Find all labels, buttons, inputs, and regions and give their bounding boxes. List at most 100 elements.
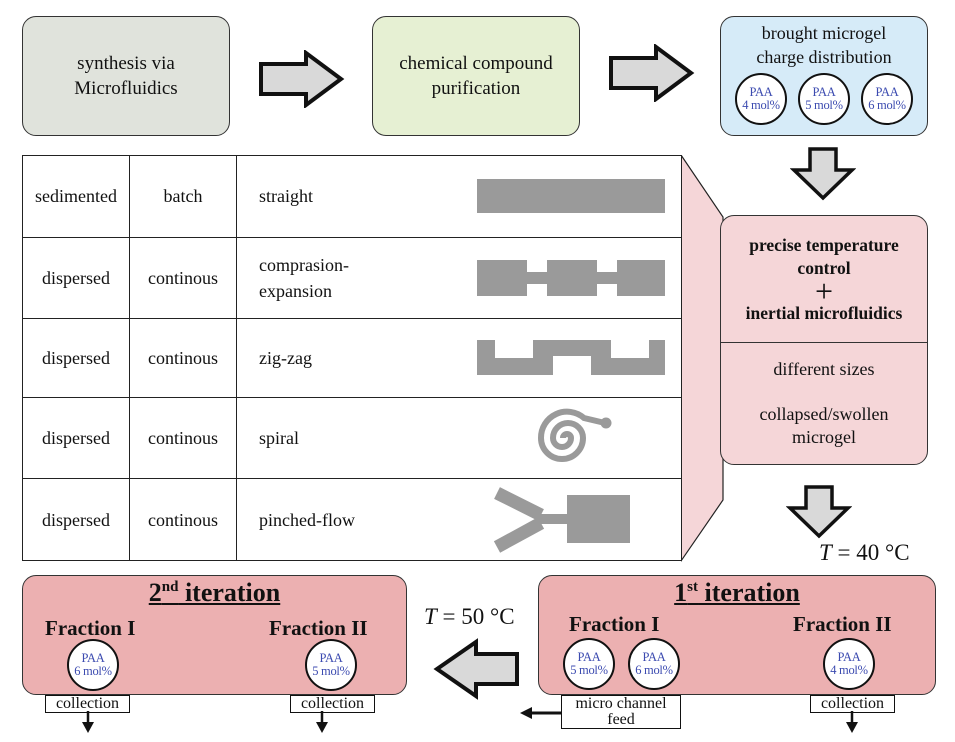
- first-iteration-box: 1st iteration Fraction I Fraction II PAA…: [538, 575, 936, 695]
- method-combination: precise temperature control + inertial m…: [721, 216, 927, 342]
- particle-value: 6 mol%: [74, 664, 112, 678]
- right-arrow-icon: [609, 44, 695, 102]
- distribution-line2: charge distribution: [756, 47, 892, 67]
- sample-cell: dispersed: [22, 396, 130, 480]
- particle-name: PAA: [577, 650, 601, 664]
- control-line3: inertial microfluidics: [745, 302, 903, 323]
- particle-value: 4 mol%: [830, 663, 868, 677]
- particle-name: PAA: [81, 651, 105, 665]
- temperature-label-50: T = 50 °C: [424, 604, 515, 630]
- control-line1: precise temperature: [749, 234, 899, 255]
- iteration-title: 1st iteration: [674, 578, 800, 607]
- particle-value: 4 mol%: [742, 98, 780, 112]
- micro-channel-feed-tag: micro channel feed: [561, 695, 681, 729]
- channel-cell: comprasion- expansion: [236, 236, 682, 320]
- particle-value: 5 mol%: [805, 98, 843, 112]
- collection-tag: collection: [810, 695, 895, 713]
- particle-name: PAA: [837, 650, 861, 664]
- temperature-symbol: T: [424, 604, 437, 629]
- fraction-ii-label: Fraction II: [793, 612, 892, 636]
- channel-label: straight: [259, 186, 313, 207]
- particle-value: 6 mol%: [635, 663, 673, 677]
- divider: [721, 342, 927, 343]
- microgel-particle: PAA 5 mol%: [798, 73, 850, 125]
- left-arrow-icon: [433, 638, 519, 700]
- channel-label-line2: expansion: [259, 280, 332, 301]
- channel-label: spiral: [259, 428, 299, 449]
- sample-cell: dispersed: [22, 318, 130, 398]
- particle-name: PAA: [812, 85, 836, 99]
- straight-channel-icon: [477, 179, 665, 214]
- separation-methods-table: sedimented batch straight dispersed cont…: [22, 155, 682, 561]
- feed-line1: micro channel: [575, 695, 667, 712]
- distribution-line1: brought microgel: [761, 23, 887, 43]
- temperature-value: = 50 °C: [436, 604, 515, 629]
- particle-group: PAA 4 mol% PAA 5 mol% PAA 6 mol%: [735, 73, 913, 125]
- feed-line2: feed: [607, 711, 635, 728]
- iteration-title: 2nd iteration: [148, 578, 281, 607]
- channel-label: comprasion-: [259, 254, 349, 275]
- synthesis-step-box: synthesis via Microfluidics: [22, 16, 230, 136]
- down-arrow-icon: [790, 147, 856, 201]
- table-row: dispersed continous pinched-flow: [22, 478, 682, 561]
- microgel-particle: PAA 5 mol%: [305, 639, 357, 691]
- channel-cell: spiral: [236, 396, 682, 480]
- collection-down-arrow-icon: [82, 711, 94, 733]
- collection-tag: collection: [290, 695, 375, 713]
- table-row: dispersed continous comprasion- expansio…: [22, 236, 682, 320]
- temperature-symbol: T: [819, 540, 832, 565]
- zigzag-channel-icon: [477, 339, 665, 375]
- microgel-particle: PAA 5 mol%: [563, 638, 615, 690]
- temperature-label-40: T = 40 °C: [819, 540, 910, 566]
- result-state-line1: collapsed/swollen: [759, 404, 889, 424]
- plus-icon: +: [814, 272, 834, 309]
- microgel-particle: PAA 6 mol%: [67, 639, 119, 691]
- collection-down-arrow-icon: [316, 711, 328, 733]
- mode-cell: batch: [129, 155, 237, 238]
- second-iteration-box: 2nd iteration Fraction I Fraction II PAA…: [22, 575, 407, 695]
- particle-value: 5 mol%: [312, 664, 350, 678]
- fraction-i-label: Fraction I: [569, 612, 660, 636]
- synthesis-line2: Microfluidics: [74, 78, 178, 99]
- mode-cell: continous: [129, 396, 237, 480]
- compression-expansion-channel-icon: [477, 259, 665, 296]
- microgel-particle: PAA 6 mol%: [861, 73, 913, 125]
- fraction-i-label: Fraction I: [45, 616, 136, 640]
- channel-label: zig-zag: [259, 347, 312, 368]
- particle-name: PAA: [642, 650, 666, 664]
- result-sizes: different sizes: [773, 359, 875, 379]
- channel-cell: zig-zag: [236, 318, 682, 398]
- fraction-ii-label: Fraction II: [269, 616, 368, 640]
- particle-value: 5 mol%: [570, 663, 608, 677]
- microgel-particle: PAA 6 mol%: [628, 638, 680, 690]
- particle-name: PAA: [319, 651, 343, 665]
- left-feed-arrow-icon: [520, 707, 562, 719]
- sample-cell: dispersed: [22, 478, 130, 561]
- table-row: dispersed continous zig-zag: [22, 318, 682, 398]
- purification-step-box: chemical compound purification: [372, 16, 580, 136]
- table-row: sedimented batch straight: [22, 155, 682, 238]
- microgel-particle: PAA 4 mol%: [735, 73, 787, 125]
- down-arrow-icon: [786, 485, 852, 539]
- synthesis-line1: synthesis via: [77, 53, 175, 74]
- right-arrow-icon: [259, 50, 345, 108]
- separation-criteria: different sizes collapsed/swollen microg…: [721, 343, 927, 464]
- result-state-line2: microgel: [792, 427, 856, 447]
- pinched-flow-channel-icon: [493, 486, 630, 553]
- collection-down-arrow-icon: [846, 711, 858, 733]
- channel-cell: straight: [236, 155, 682, 238]
- microgel-particle: PAA 4 mol%: [823, 638, 875, 690]
- purification-line1: chemical compound: [399, 53, 553, 74]
- collection-tag: collection: [45, 695, 130, 713]
- mode-cell: continous: [129, 318, 237, 398]
- purification-line2: purification: [431, 78, 521, 99]
- particle-value: 6 mol%: [868, 98, 906, 112]
- channel-cell: pinched-flow: [236, 478, 682, 561]
- particle-name: PAA: [875, 85, 899, 99]
- charge-distribution-box: brought microgel charge distribution PAA…: [720, 16, 928, 136]
- mode-cell: continous: [129, 478, 237, 561]
- temperature-value: = 40 °C: [831, 540, 910, 565]
- temperature-control-box: precise temperature control + inertial m…: [720, 215, 928, 465]
- sample-cell: dispersed: [22, 236, 130, 320]
- spiral-channel-icon: [537, 408, 612, 463]
